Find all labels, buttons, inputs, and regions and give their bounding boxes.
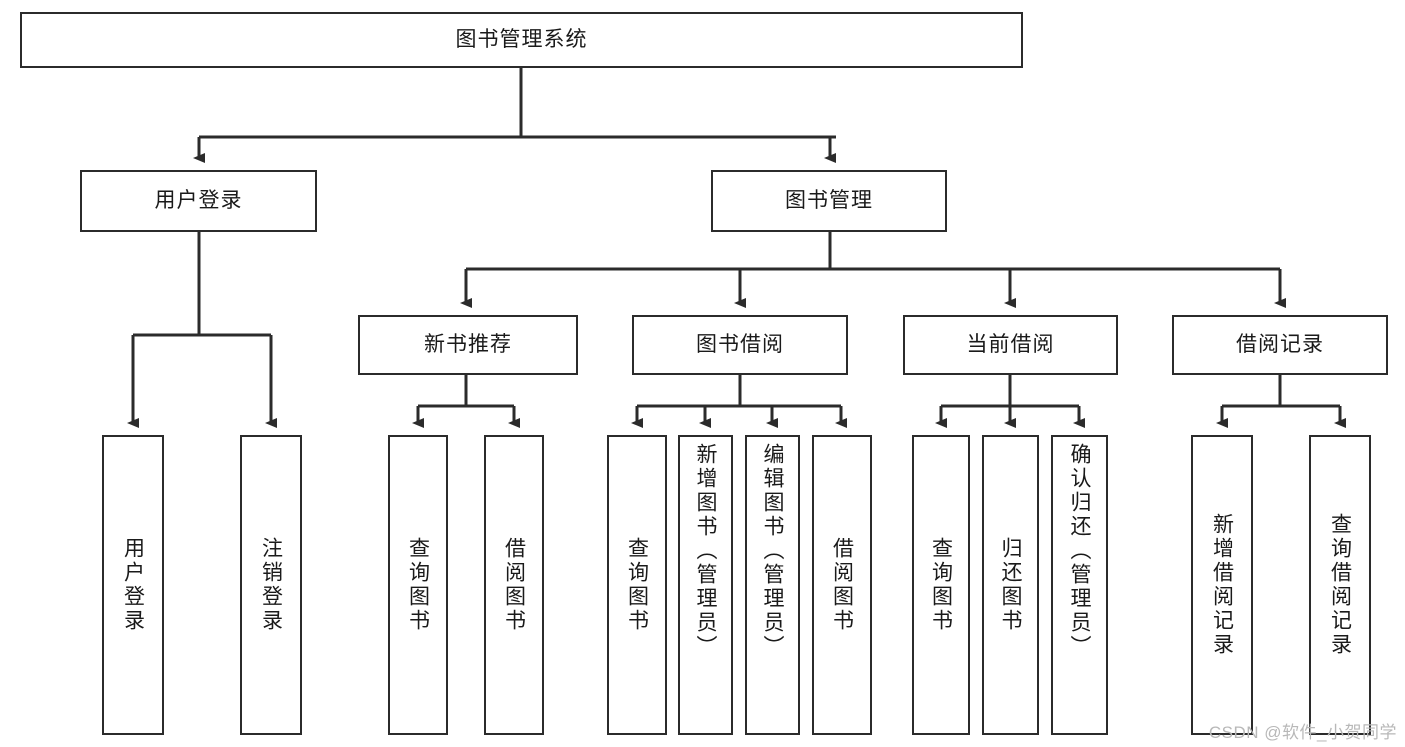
node-new-book-rec[interactable]: 新书推荐 <box>358 315 578 375</box>
node-leaf-borrow-book-1-label: 借阅图书 <box>502 537 526 633</box>
node-leaf-query-book-2-label: 查询图书 <box>625 537 649 633</box>
node-leaf-query-book-3[interactable]: 查询图书 <box>912 435 970 735</box>
node-borrow-record-label: 借阅记录 <box>1236 332 1324 356</box>
node-root-label: 图书管理系统 <box>455 27 588 51</box>
node-leaf-user-login[interactable]: 用户登录 <box>102 435 164 735</box>
node-leaf-query-book-1-label: 查询图书 <box>406 537 430 633</box>
node-leaf-query-record[interactable]: 查询借阅记录 <box>1309 435 1371 735</box>
node-book-borrow[interactable]: 图书借阅 <box>632 315 848 375</box>
node-leaf-query-book-2[interactable]: 查询图书 <box>607 435 667 735</box>
node-leaf-confirm-return[interactable]: 确认归还（管理员） <box>1051 435 1108 735</box>
node-leaf-user-login-label: 用户登录 <box>121 537 145 633</box>
node-leaf-return-book-label: 归还图书 <box>999 537 1022 633</box>
node-leaf-logout-login[interactable]: 注销登录 <box>240 435 302 735</box>
node-leaf-logout-login-label: 注销登录 <box>259 537 283 633</box>
node-leaf-borrow-book-2[interactable]: 借阅图书 <box>812 435 872 735</box>
node-book-manage-label: 图书管理 <box>785 188 873 212</box>
node-user-login[interactable]: 用户登录 <box>80 170 317 232</box>
node-leaf-edit-book-label: 编辑图书（管理员） <box>761 443 784 659</box>
node-leaf-return-book[interactable]: 归还图书 <box>982 435 1039 735</box>
node-book-borrow-label: 图书借阅 <box>696 332 784 356</box>
node-leaf-borrow-book-2-label: 借阅图书 <box>830 537 854 633</box>
node-leaf-query-book-1[interactable]: 查询图书 <box>388 435 448 735</box>
node-new-book-rec-label: 新书推荐 <box>424 332 512 356</box>
node-user-login-label: 用户登录 <box>154 188 243 212</box>
node-leaf-query-record-label: 查询借阅记录 <box>1328 513 1352 657</box>
csdn-watermark: CSDN @软件_小贺同学 <box>1208 723 1397 742</box>
node-current-borrow[interactable]: 当前借阅 <box>903 315 1118 375</box>
node-leaf-add-book-label: 新增图书（管理员） <box>694 443 717 659</box>
node-root[interactable]: 图书管理系统 <box>20 12 1023 68</box>
node-leaf-add-record-label: 新增借阅记录 <box>1210 513 1234 657</box>
node-leaf-query-book-3-label: 查询图书 <box>929 537 953 633</box>
node-leaf-borrow-book-1[interactable]: 借阅图书 <box>484 435 544 735</box>
node-current-borrow-label: 当前借阅 <box>966 332 1055 356</box>
node-leaf-add-book[interactable]: 新增图书（管理员） <box>678 435 733 735</box>
node-leaf-add-record[interactable]: 新增借阅记录 <box>1191 435 1253 735</box>
node-borrow-record[interactable]: 借阅记录 <box>1172 315 1388 375</box>
node-leaf-confirm-return-label: 确认归还（管理员） <box>1068 443 1091 659</box>
node-leaf-edit-book[interactable]: 编辑图书（管理员） <box>745 435 800 735</box>
node-book-manage[interactable]: 图书管理 <box>711 170 947 232</box>
